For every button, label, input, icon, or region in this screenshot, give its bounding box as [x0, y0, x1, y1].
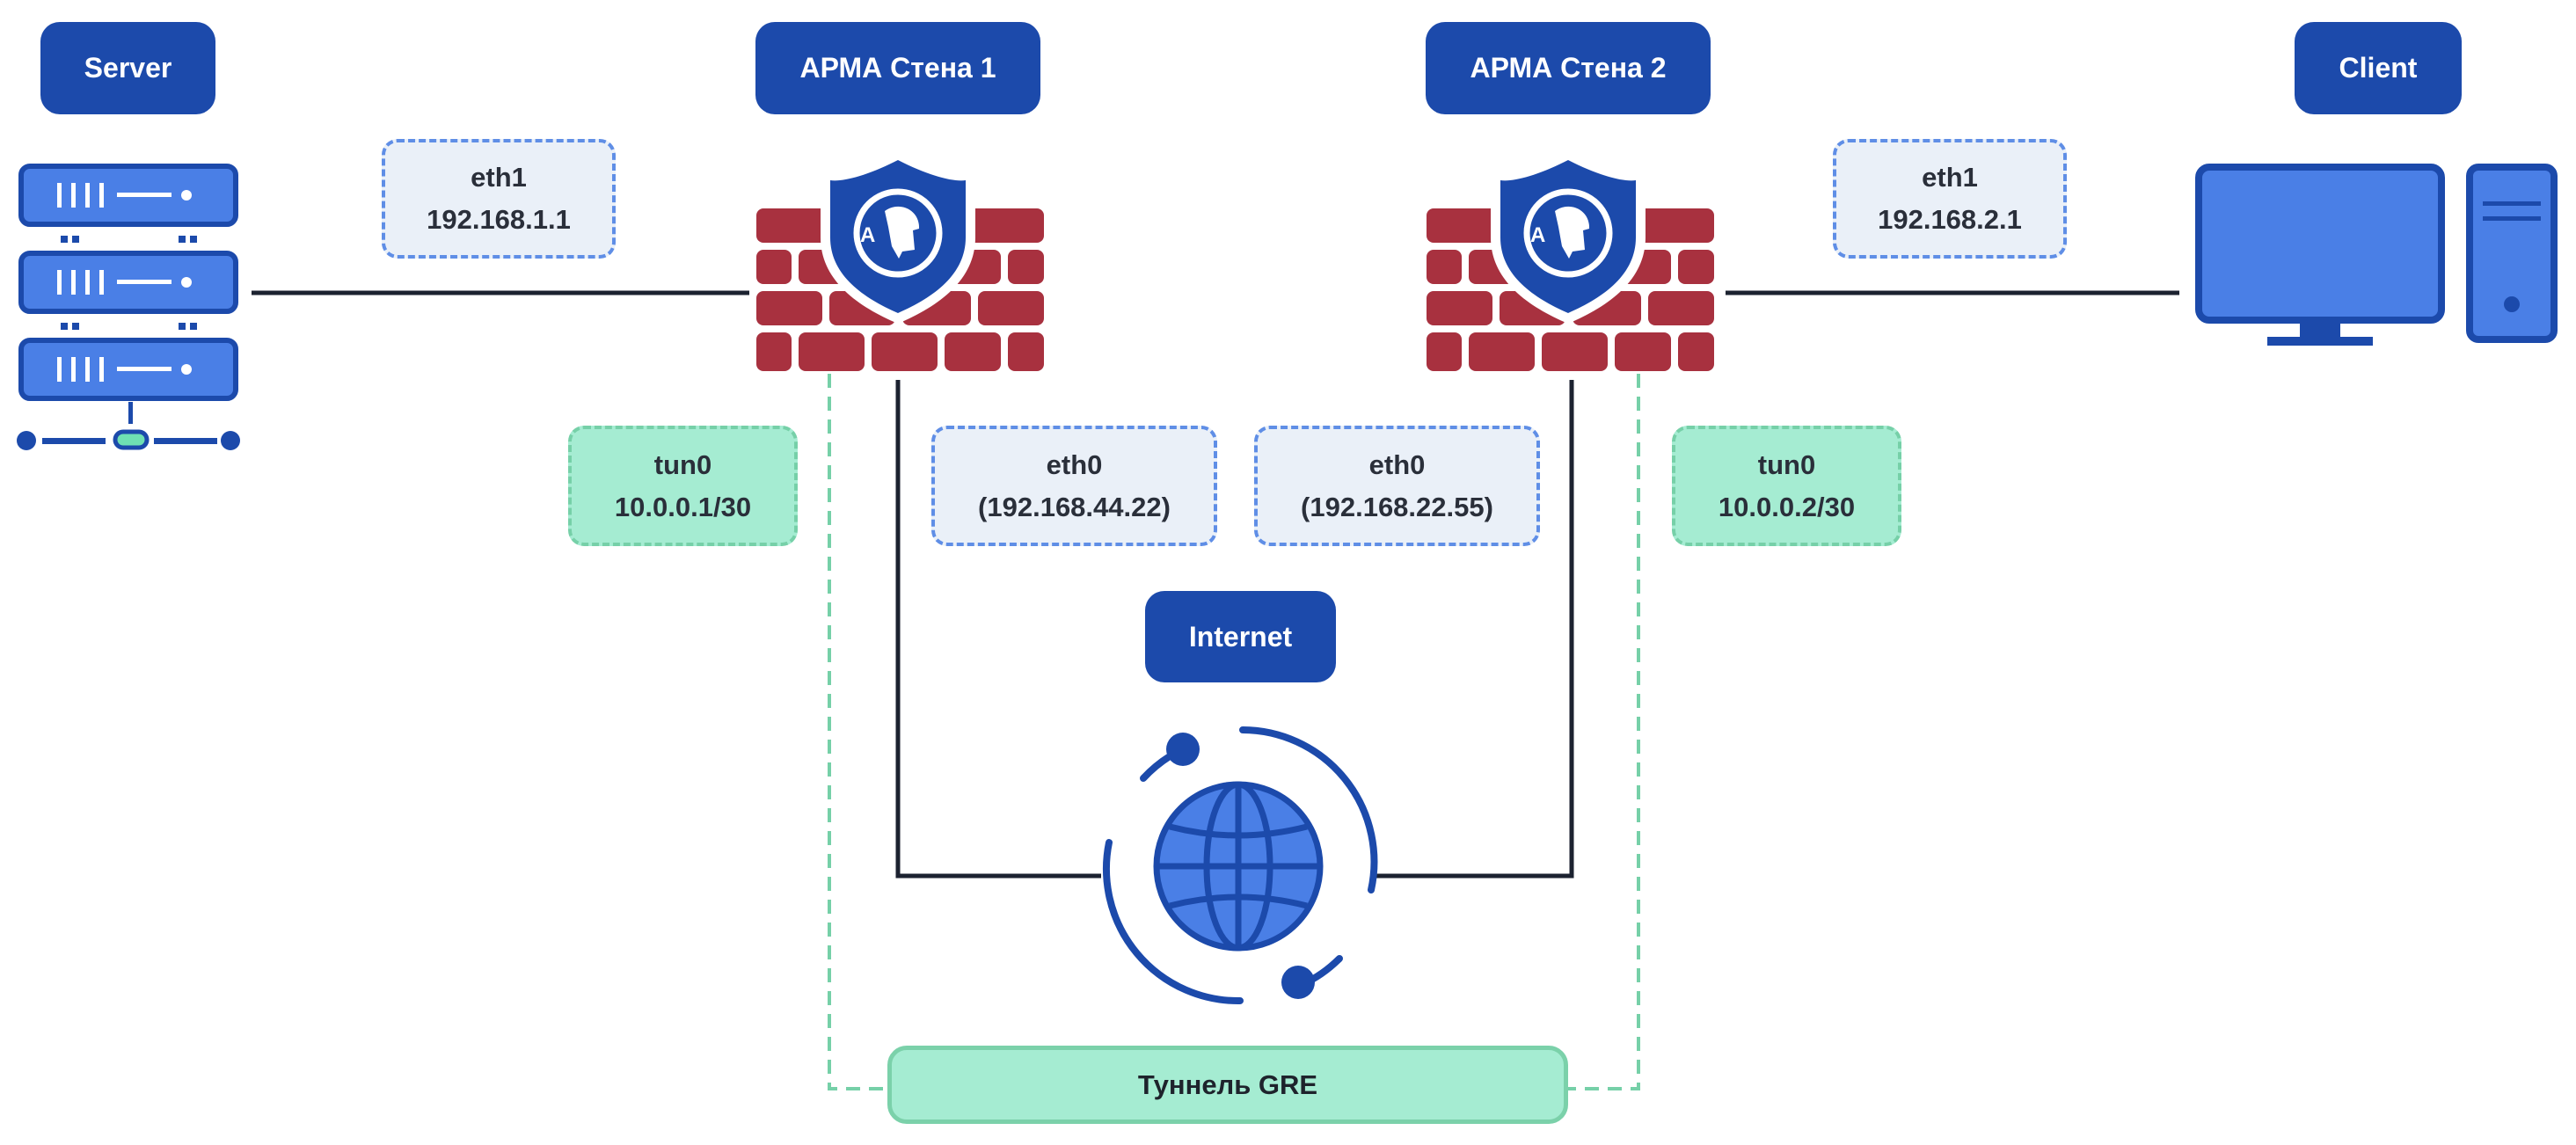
interface-ip: 192.168.2.1 — [1878, 204, 2022, 235]
server-eth1-box: eth1 192.168.1.1 — [382, 139, 616, 259]
internet-label: Internet — [1145, 591, 1336, 682]
svg-text:A: A — [860, 223, 875, 247]
fw2-tun0-box: tun0 10.0.0.2/30 — [1672, 426, 1901, 546]
gre-tunnel-label: Туннель GRE — [1137, 1068, 1318, 1100]
firewall-2-label: АРМА Стена 2 — [1426, 22, 1711, 114]
firewall-2-icon: A — [1427, 150, 1714, 371]
fw2-eth0-box: eth0 (192.168.22.55) — [1254, 426, 1540, 546]
interface-ip: 10.0.0.2/30 — [1718, 491, 1856, 522]
globe-icon — [1102, 726, 1378, 1005]
server-label: Server — [40, 22, 215, 114]
svg-text:A: A — [1530, 223, 1545, 247]
interface-ip: (192.168.44.22) — [978, 491, 1171, 522]
fw1-tun0-box: tun0 10.0.0.1/30 — [568, 426, 798, 546]
client-label: Client — [2295, 22, 2462, 114]
gre-tunnel-bar: Туннель GRE — [887, 1046, 1568, 1124]
desktop-computer-icon — [2195, 164, 2558, 346]
interface-name: eth1 — [471, 162, 527, 193]
network-links — [252, 290, 2179, 879]
interface-ip: 10.0.0.1/30 — [614, 491, 752, 522]
interface-ip: (192.168.22.55) — [1301, 491, 1493, 522]
interface-ip: 192.168.1.1 — [427, 204, 571, 235]
interface-name: eth0 — [1368, 449, 1426, 480]
interface-name: eth1 — [1922, 162, 1978, 193]
interface-name: eth0 — [1046, 449, 1103, 480]
firewall-1-label: АРМА Стена 1 — [755, 22, 1040, 114]
interface-name: tun0 — [1757, 449, 1816, 480]
gre-tunnel-path — [828, 374, 1640, 1090]
firewall-1-icon: A — [756, 150, 1044, 371]
client-eth1-box: eth1 192.168.2.1 — [1833, 139, 2067, 259]
server-rack-icon — [17, 164, 240, 450]
interface-name: tun0 — [653, 449, 712, 480]
fw1-eth0-box: eth0 (192.168.44.22) — [931, 426, 1217, 546]
